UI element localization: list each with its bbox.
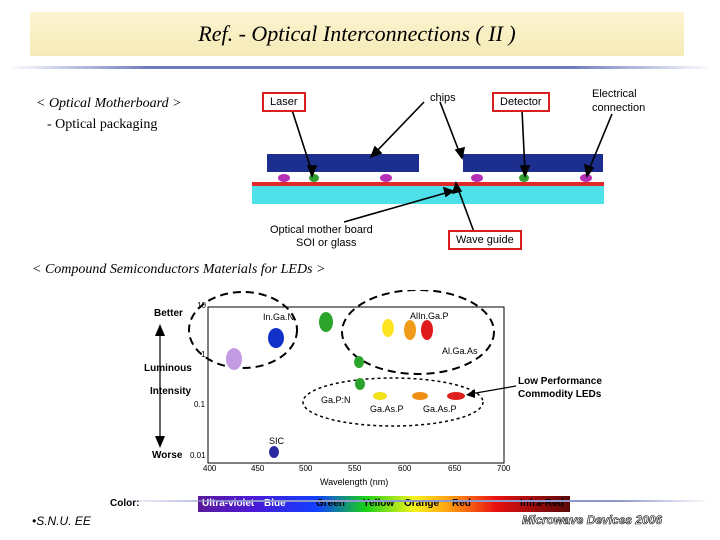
solder-bump <box>278 174 290 182</box>
arrow-head <box>369 145 383 159</box>
x-axis-label: Wavelength (nm) <box>320 477 389 487</box>
waveguide-arrow <box>456 185 475 233</box>
motherboard-diagram <box>252 101 613 233</box>
y-tick-1: 1 <box>201 350 206 359</box>
arrow-head <box>454 146 466 160</box>
ultraviolet-oval <box>226 348 242 370</box>
y-arrow-up <box>155 324 165 336</box>
color-red: Red <box>452 498 471 509</box>
slide-title: Ref. - Optical Interconnections ( II ) <box>198 21 516 46</box>
led-chart: Better Luminous Intensity Worse 10 1 0.1… <box>110 289 618 516</box>
section2-heading: < Compound Semiconductors Materials for … <box>32 262 326 277</box>
color-blue: Blue <box>264 498 286 509</box>
alingap-orange-oval <box>404 320 416 340</box>
better-label: Better <box>154 308 183 319</box>
gaasp-yellow-oval <box>373 392 387 400</box>
arrow-head <box>451 181 463 195</box>
luminous-label: Luminous <box>144 363 192 374</box>
sic-oval <box>269 446 279 458</box>
alingap-yellow-oval <box>382 319 394 337</box>
ingan-label: In.Ga.N <box>263 312 295 322</box>
electrical-label-2: connection <box>592 102 646 114</box>
x-tick-450: 450 <box>251 464 265 473</box>
ingan-green-oval <box>319 312 333 332</box>
left-chip <box>267 154 419 172</box>
x-tick-500: 500 <box>299 464 313 473</box>
waveguide-label: Wave guide <box>448 230 522 250</box>
color-green: Green <box>316 498 345 509</box>
color-yellow: Yellow <box>363 498 395 509</box>
footer-right: Microwave Devices 2006 <box>522 513 663 528</box>
color-ultraviolet: Ultra-violet <box>202 498 255 509</box>
motherboard-figure: Laser chips Detector Electrical connecti… <box>244 84 652 254</box>
section1-heading: < Optical Motherboard > <box>36 96 182 111</box>
plot-frame <box>207 306 505 464</box>
ingan-blue-oval <box>268 328 284 348</box>
sic-label: SIC <box>269 436 285 446</box>
group-ellipse-left <box>188 291 298 369</box>
annotation-label-2: Commodity LEDs <box>518 389 602 400</box>
annotation-arrow-head <box>466 389 475 398</box>
detector-arrow <box>521 109 526 173</box>
title-underline <box>8 66 712 69</box>
x-tick-550: 550 <box>348 464 362 473</box>
alingap-label: AlIn.Ga.P <box>410 311 449 321</box>
solder-bump <box>471 174 483 182</box>
arrow-head <box>442 186 455 198</box>
x-tick-700: 700 <box>497 464 511 473</box>
color-orange: Orange <box>404 498 440 509</box>
laser-arrow <box>291 109 313 173</box>
chips-label: chips <box>430 92 456 104</box>
electrical-label-1: Electrical <box>592 88 637 100</box>
x-tick-600: 600 <box>398 464 412 473</box>
board-substrate <box>252 186 604 204</box>
title-bar: Ref. - Optical Interconnections ( II ) <box>30 12 684 56</box>
board-label-2: SOI or glass <box>296 237 357 249</box>
arrow-head <box>519 165 531 179</box>
waveguide-layer <box>252 182 604 186</box>
chips-arrow-left <box>373 101 425 155</box>
chips-arrow-right <box>439 101 461 155</box>
board-label-1: Optical mother board <box>270 224 373 236</box>
annotation-label-1: Low Performance <box>518 376 602 387</box>
electrical-arrow <box>587 113 613 173</box>
y-tick-0.01: 0.01 <box>190 451 206 460</box>
alingap-red-oval <box>421 320 433 340</box>
gaasp-orange-oval <box>412 392 428 400</box>
algaas-green-oval <box>354 356 364 368</box>
worse-label: Worse <box>152 450 183 461</box>
solder-bump <box>380 174 392 182</box>
low-perf-ellipse <box>302 377 484 427</box>
y-arrow-down <box>155 436 165 448</box>
x-tick-400: 400 <box>203 464 217 473</box>
color-infrared: Infra-Red <box>520 498 564 509</box>
gaasp-label-1: Ga.As.P <box>370 404 404 414</box>
y-tick-10: 10 <box>197 301 206 310</box>
detector-bump <box>519 174 529 182</box>
detector-label: Detector <box>492 92 550 112</box>
arrow-head <box>306 165 318 179</box>
gapn-green-oval <box>355 378 365 390</box>
solder-bump <box>580 174 592 182</box>
laser-label: Laser <box>262 92 306 112</box>
gaasp-label-2: Ga.As.P <box>423 404 457 414</box>
gapn-label: Ga.P:N <box>321 395 351 405</box>
gaasp-red-oval <box>447 392 465 400</box>
emitter-bump <box>309 174 319 182</box>
algaas-label: Al.Ga.As <box>442 346 478 356</box>
x-tick-650: 650 <box>448 464 462 473</box>
board-arrow <box>343 191 450 223</box>
footer-left: •S.N.U. EE <box>32 514 91 528</box>
y-tick-0.1: 0.1 <box>194 400 206 409</box>
intensity-label: Intensity <box>150 386 192 397</box>
right-chip <box>463 154 603 172</box>
footer-line <box>110 500 710 502</box>
arrow-head <box>583 163 595 178</box>
annotation-arrow <box>469 385 517 395</box>
section1-subheading: - Optical packaging <box>47 117 158 132</box>
color-label: Color: <box>110 498 140 509</box>
group-ellipse-right <box>341 289 495 375</box>
